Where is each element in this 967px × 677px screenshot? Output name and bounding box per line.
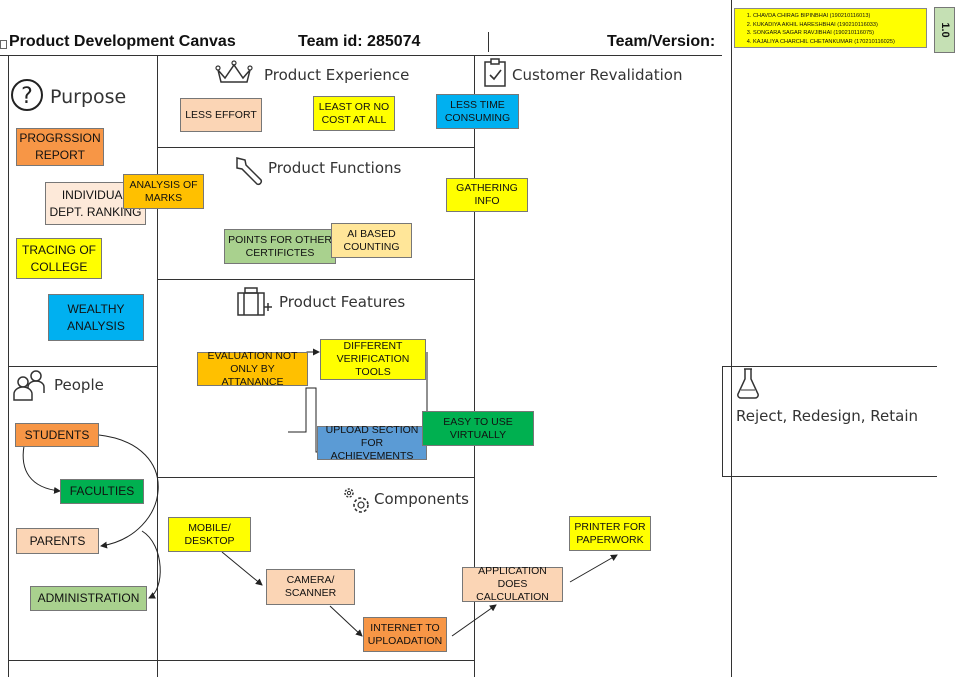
team-version-label: Team/Version: bbox=[607, 33, 716, 50]
sticky-note-printer-paperwork[interactable]: PRINTER FOR PAPERWORK bbox=[569, 516, 651, 551]
sticky-note-points-certificates[interactable]: POINTS FOR OTHER CERTIFICTES bbox=[224, 229, 336, 264]
sticky-note-faculties[interactable]: FACULTIES bbox=[60, 479, 144, 504]
reject-panel bbox=[722, 366, 937, 477]
people-icon bbox=[13, 370, 45, 401]
team-member: CHAVDA CHIRAG BIPINBHAI (190210116013) bbox=[753, 12, 926, 21]
clipboard-check-icon bbox=[484, 58, 506, 87]
sticky-note-less-time[interactable]: LESS TIME CONSUMING bbox=[436, 94, 519, 129]
team-id: Team id: 285074 bbox=[298, 33, 421, 50]
team-member: KUKADIYA AKHIL HARESHBHAI (190210116033) bbox=[753, 21, 926, 30]
people-heading: People bbox=[54, 376, 104, 394]
sticky-note-students[interactable]: STUDENTS bbox=[15, 423, 99, 447]
sticky-note-upload-section[interactable]: UPLOAD SECTION FOR ACHIEVEMENTS bbox=[317, 424, 427, 462]
mobile-to-camera-arrow bbox=[221, 551, 263, 586]
sticky-note-verification-tools[interactable]: DIFFERENT VERIFICATION TOOLS bbox=[320, 339, 426, 380]
sticky-note-analysis-of-marks[interactable]: ANALYSIS OF MARKS bbox=[123, 174, 204, 209]
grid-line bbox=[157, 477, 475, 478]
components-heading: Components bbox=[374, 490, 469, 508]
sticky-note-administration[interactable]: ADMINISTRATION bbox=[30, 586, 147, 611]
team-member-list: CHAVDA CHIRAG BIPINBHAI (190210116013) K… bbox=[734, 8, 927, 48]
header-separator bbox=[488, 32, 489, 52]
sticky-note-tracing-of-college[interactable]: TRACING OF COLLEGE bbox=[16, 238, 102, 279]
reject-heading: Reject, Redesign, Retain bbox=[736, 407, 919, 425]
internet-to-application-arrow bbox=[451, 604, 497, 637]
sticky-note-application-calculation[interactable]: APPLICATION DOES CALCULATION bbox=[462, 565, 563, 603]
sticky-note-gathering-info[interactable]: GATHERING INFO bbox=[446, 178, 528, 212]
header-marker bbox=[0, 40, 7, 49]
product-experience-heading: Product Experience bbox=[264, 66, 410, 84]
customer-revalidation-heading: Customer Revalidation bbox=[512, 66, 683, 84]
sticky-note-parents[interactable]: PARENTS bbox=[16, 528, 99, 554]
sticky-note-progression[interactable]: PROGRSSION REPORT bbox=[16, 128, 104, 166]
sticky-note-ai-counting[interactable]: AI BASED COUNTING bbox=[331, 223, 412, 258]
question-circle-icon: ? bbox=[11, 79, 43, 111]
canvas-title: Product Development Canvas bbox=[9, 33, 236, 50]
grid-line bbox=[8, 660, 474, 661]
grid-line bbox=[0, 55, 722, 56]
wrench-icon bbox=[236, 157, 263, 186]
team-member: KAJALIYA CHARCHIL CHETANKUMAR (170210116… bbox=[753, 38, 926, 47]
gears-icon bbox=[344, 488, 369, 513]
svg-text:?: ? bbox=[21, 84, 33, 109]
students-to-faculties-arrow bbox=[22, 445, 61, 494]
sticky-note-internet-upload[interactable]: INTERNET TO UPLOADATION bbox=[363, 617, 447, 652]
grid-line bbox=[157, 147, 475, 148]
team-member: SONGARA SAGAR RAVJIBHAI (190210116075) bbox=[753, 29, 926, 38]
parents-to-administration-arrow bbox=[141, 530, 161, 599]
product-features-heading: Product Features bbox=[279, 293, 406, 311]
application-to-printer-arrow bbox=[569, 554, 618, 583]
crown-icon bbox=[215, 60, 253, 83]
sticky-note-wealthy-analysis[interactable]: WEALTHY ANALYSIS bbox=[48, 294, 144, 341]
camera-to-internet-arrow bbox=[329, 605, 363, 637]
grid-line bbox=[474, 56, 475, 677]
grid-line bbox=[157, 279, 475, 280]
sticky-note-less-effort[interactable]: LESS EFFORT bbox=[180, 98, 262, 132]
product-functions-heading: Product Functions bbox=[268, 159, 402, 177]
sticky-note-easy-to-use[interactable]: EASY TO USE VIRTUALLY bbox=[422, 411, 534, 446]
toolbox-icon bbox=[237, 287, 272, 316]
sticky-note-mobile-desktop[interactable]: MOBILE/ DESKTOP bbox=[168, 517, 251, 552]
sticky-note-camera-scanner[interactable]: CAMERA/ SCANNER bbox=[266, 569, 355, 605]
sticky-note-least-cost[interactable]: LEAST OR NO COST AT ALL bbox=[313, 96, 395, 131]
flask-icon bbox=[737, 368, 759, 399]
sticky-note-evaluation[interactable]: EVALUATION NOT ONLY BY ATTANANCE bbox=[197, 350, 308, 388]
students-to-parents-arrow bbox=[98, 434, 159, 549]
grid-line bbox=[8, 366, 158, 367]
purpose-heading: Purpose bbox=[50, 86, 127, 108]
grid-line bbox=[731, 0, 732, 677]
evaluation-to-verification-arrow bbox=[306, 348, 320, 368]
sticky-note-individual-ranking[interactable]: INDIVIDUAL DEPT. RANKING bbox=[45, 182, 146, 225]
version-badge: 1.0 bbox=[934, 7, 955, 53]
